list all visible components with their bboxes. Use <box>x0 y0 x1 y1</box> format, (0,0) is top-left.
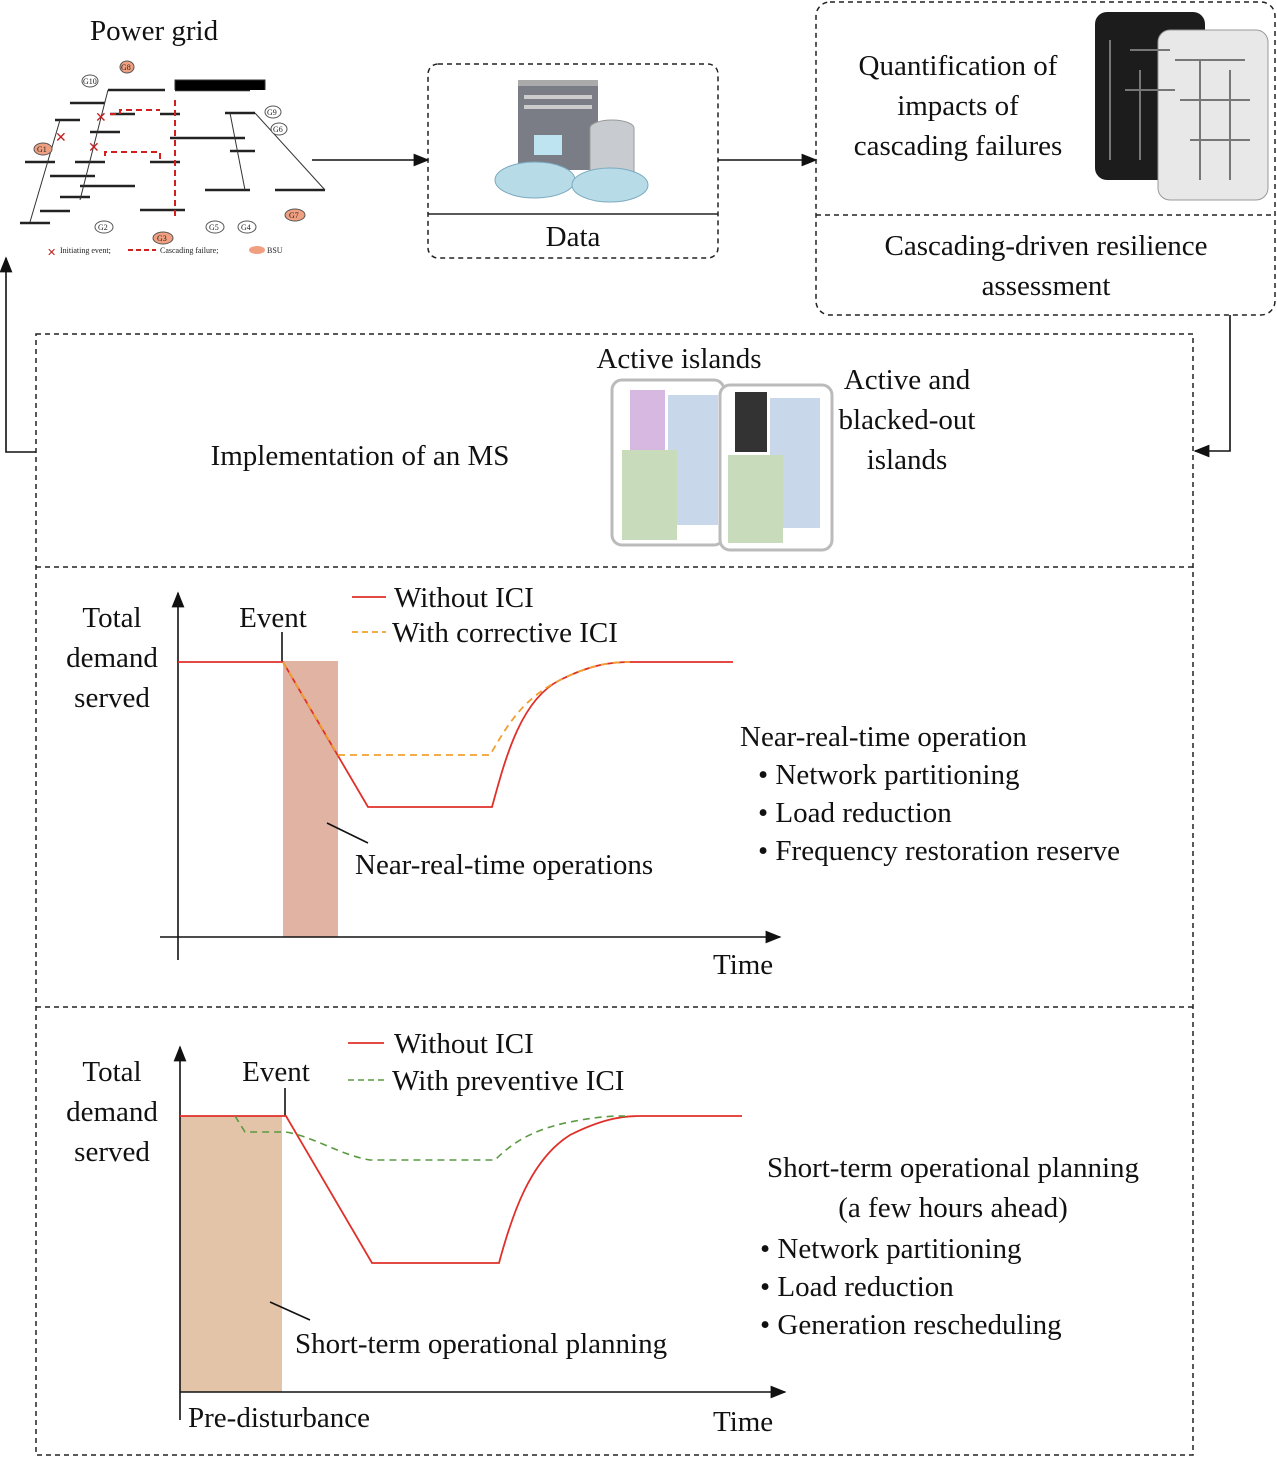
svg-text:• Frequency restoration reserv: • Frequency restoration reserve <box>758 835 1120 867</box>
svg-text:Time: Time <box>713 949 773 981</box>
svg-text:blacked-out: blacked-out <box>839 404 976 436</box>
svg-text:With corrective ICI: With corrective ICI <box>392 617 618 649</box>
svg-text:• Network partitioning: • Network partitioning <box>758 759 1019 791</box>
ms-panel: Implementation of an MS Active islands A… <box>35 333 1194 1456</box>
svg-text:G3: G3 <box>157 234 167 243</box>
grid-title: Power grid <box>90 15 219 47</box>
svg-text:demand: demand <box>66 642 158 674</box>
svg-text:Total: Total <box>82 1056 141 1088</box>
svg-text:served: served <box>74 1136 150 1168</box>
svg-text:Short-term operational plannin: Short-term operational planning <box>767 1152 1139 1184</box>
svg-text:Cascading-driven resilience: Cascading-driven resilience <box>885 230 1208 262</box>
islands-map-icon <box>610 378 834 552</box>
grid-legend: ✕ Initiating event; Cascading failure; BS… <box>47 246 283 259</box>
shaded-near-real-time <box>283 661 338 937</box>
svg-text:BSU: BSU <box>267 246 283 255</box>
svg-text:G9: G9 <box>267 108 277 117</box>
chart-preventive: Total demand served Event Without ICI Wi… <box>66 1028 1139 1438</box>
svg-text:cascading failures: cascading failures <box>854 130 1063 162</box>
series-without-ici <box>180 1115 742 1264</box>
grid-network-icon: ✕ ✕ ✕ G1 G2 G3 G4 G5 G6 G7 G8 G9 G10 <box>20 60 326 245</box>
svg-text:With preventive ICI: With preventive ICI <box>392 1065 624 1097</box>
svg-text:Active islands: Active islands <box>596 343 761 375</box>
ms-label: Implementation of an MS <box>211 440 510 472</box>
svg-text:Active and: Active and <box>844 364 971 396</box>
svg-text:• Network partitioning: • Network partitioning <box>760 1233 1021 1265</box>
data-label: Data <box>546 221 601 253</box>
svg-text:G7: G7 <box>289 211 299 220</box>
series-with-preventive-ici <box>234 1115 626 1161</box>
svg-text:✕: ✕ <box>88 141 100 156</box>
svg-text:G5: G5 <box>209 223 219 232</box>
svg-text:✕: ✕ <box>47 247 56 259</box>
svg-text:Event: Event <box>242 1056 310 1088</box>
svg-text:(a few hours ahead): (a few hours ahead) <box>838 1192 1067 1224</box>
power-grid: Power grid ✕ ✕ ✕ G1 G2 G3 G4 G5 G6 G7 G8 G… <box>20 15 326 259</box>
svg-text:Near-real-time operation: Near-real-time operation <box>740 721 1027 753</box>
assessment-box: Quantification of impacts of cascading f… <box>815 1 1276 316</box>
arrow-assessment-to-ms <box>1193 315 1231 458</box>
svg-text:Time: Time <box>713 1406 773 1438</box>
svg-text:assessment: assessment <box>982 270 1111 302</box>
svg-text:• Load reduction: • Load reduction <box>758 797 952 829</box>
svg-text:Quantification of: Quantification of <box>859 50 1058 82</box>
svg-text:Total: Total <box>82 602 141 634</box>
svg-text:• Load reduction: • Load reduction <box>760 1271 954 1303</box>
shaded-short-term-planning <box>180 1116 282 1392</box>
svg-text:Without ICI: Without ICI <box>394 582 534 614</box>
svg-text:impacts of: impacts of <box>897 90 1019 122</box>
series-without-ici <box>178 661 733 808</box>
svg-text:G8: G8 <box>121 63 131 72</box>
svg-text:served: served <box>74 682 150 714</box>
svg-text:• Generation rescheduling: • Generation rescheduling <box>760 1309 1062 1341</box>
svg-text:G2: G2 <box>98 223 108 232</box>
series-with-corrective-ici <box>282 661 631 756</box>
svg-text:Pre-disturbance: Pre-disturbance <box>188 1402 370 1434</box>
data-server-icon <box>494 80 649 203</box>
svg-text:✕: ✕ <box>95 111 107 126</box>
svg-text:Initiating event;: Initiating event; <box>60 246 111 255</box>
chart-corrective: Total demand served Event Without ICI Wi… <box>66 582 1120 981</box>
svg-text:Short-term operational plannin: Short-term operational planning <box>295 1328 667 1360</box>
svg-text:G4: G4 <box>241 223 251 232</box>
svg-text:G6: G6 <box>273 125 283 134</box>
svg-text:islands: islands <box>867 444 948 476</box>
arrow-ms-to-grid <box>0 256 36 453</box>
svg-text:Cascading failure;: Cascading failure; <box>160 246 218 255</box>
grid-thumbnails-icon <box>1095 12 1269 201</box>
svg-text:G1: G1 <box>37 145 47 154</box>
svg-text:demand: demand <box>66 1096 158 1128</box>
svg-text:Without ICI: Without ICI <box>394 1028 534 1060</box>
svg-text:Near-real-time operations: Near-real-time operations <box>355 849 653 881</box>
svg-text:✕: ✕ <box>55 131 67 146</box>
data-box: Data <box>427 63 719 259</box>
svg-text:G10: G10 <box>83 77 97 86</box>
svg-text:Event: Event <box>239 602 307 634</box>
